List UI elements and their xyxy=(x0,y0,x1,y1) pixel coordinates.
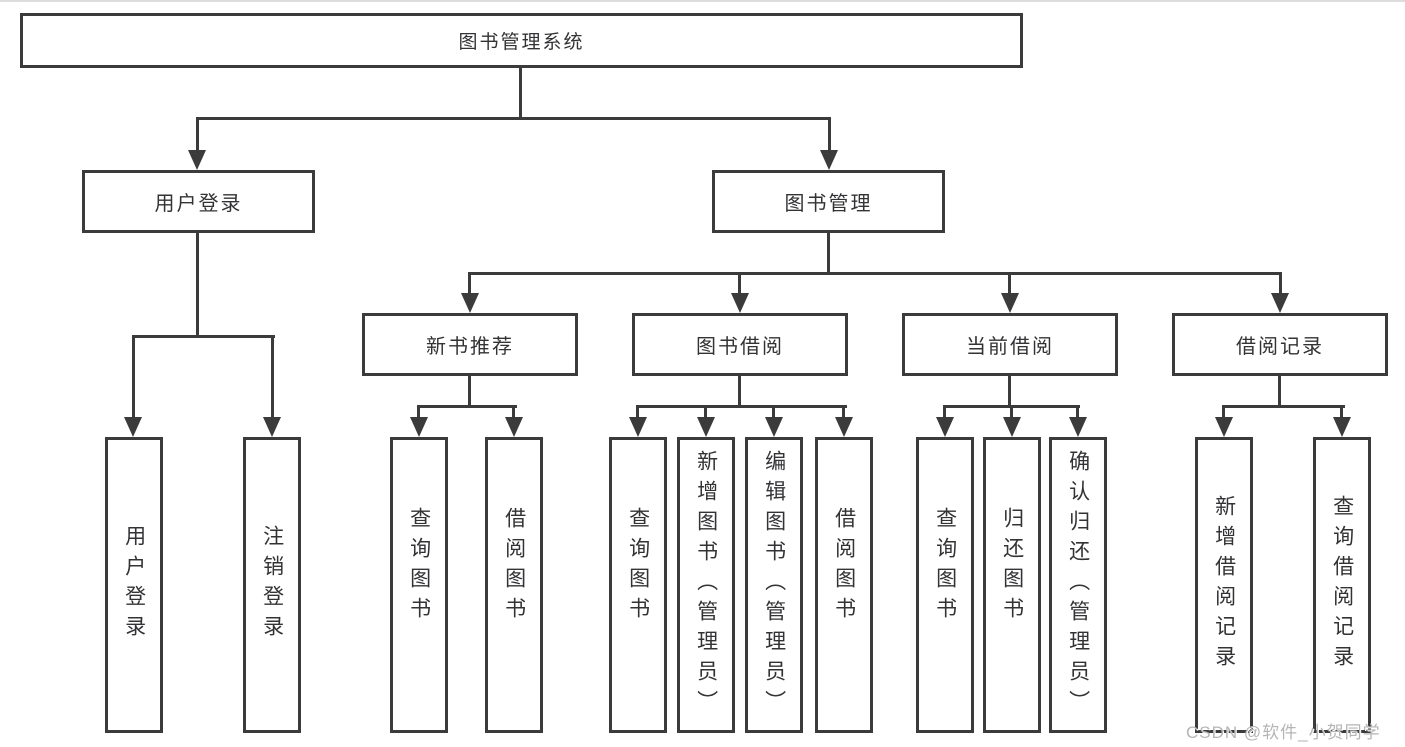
leaf-label: 新增图书（管理员） xyxy=(694,450,718,720)
connector-line xyxy=(772,405,775,419)
leaf-add-books-admin: 新增图书（管理员） xyxy=(677,437,735,733)
leaf-add-borrow-record: 新增借阅记录 xyxy=(1195,437,1253,733)
page-top-edge xyxy=(0,0,1405,2)
node-borrowing-records: 借阅记录 xyxy=(1172,313,1388,376)
arrow-down-icon xyxy=(505,417,523,437)
connector-line xyxy=(1222,405,1225,419)
connector-line xyxy=(1008,376,1011,407)
arrow-down-icon xyxy=(820,150,838,170)
node-label: 借阅记录 xyxy=(1236,336,1324,358)
node-current-borrowing: 当前借阅 xyxy=(902,313,1118,376)
arrow-down-icon xyxy=(629,417,647,437)
node-label: 当前借阅 xyxy=(966,336,1054,358)
connector-line xyxy=(132,335,275,338)
node-book-management: 图书管理 xyxy=(712,170,945,233)
arrow-down-icon xyxy=(188,150,206,170)
connector-line xyxy=(636,405,847,408)
leaf-edit-books-admin: 编辑图书（管理员） xyxy=(745,437,803,733)
node-label: 用户登录 xyxy=(154,193,243,215)
connector-line xyxy=(196,117,199,152)
leaf-label: 查询图书 xyxy=(407,507,431,627)
connector-line xyxy=(738,272,741,295)
arrow-down-icon xyxy=(835,417,853,437)
leaf-label: 查询借阅记录 xyxy=(1330,495,1354,675)
connector-line xyxy=(271,335,274,419)
connector-line xyxy=(1340,405,1343,419)
connector-line xyxy=(196,117,831,120)
connector-line xyxy=(1278,376,1281,407)
leaf-borrow-books-recommend: 借阅图书 xyxy=(485,437,543,733)
node-library-management-system: 图书管理系统 xyxy=(20,13,1023,68)
connector-line xyxy=(636,405,639,419)
arrow-down-icon xyxy=(765,417,783,437)
leaf-label: 归还图书 xyxy=(1000,507,1024,627)
arrow-down-icon xyxy=(124,417,142,437)
node-label: 图书管理系统 xyxy=(458,32,585,53)
node-new-book-recommend: 新书推荐 xyxy=(362,313,578,376)
connector-line xyxy=(704,405,707,419)
node-user-login: 用户登录 xyxy=(82,170,315,233)
leaf-label: 注销登录 xyxy=(260,525,284,645)
leaf-confirm-return-admin: 确认归还（管理员） xyxy=(1049,437,1107,733)
connector-line xyxy=(132,335,135,419)
node-label: 新书推荐 xyxy=(426,336,514,358)
csdn-watermark: CSDN @软件_小贺同学 xyxy=(1186,723,1381,742)
connector-line xyxy=(1008,272,1011,295)
connector-line xyxy=(1222,405,1345,408)
leaf-label: 借阅图书 xyxy=(502,507,526,627)
connector-line xyxy=(827,233,830,274)
leaf-logout: 注销登录 xyxy=(243,437,301,733)
connector-line xyxy=(512,405,515,419)
leaf-query-borrow-record: 查询借阅记录 xyxy=(1313,437,1371,733)
connector-line xyxy=(468,272,1282,275)
leaf-user-login: 用户登录 xyxy=(105,437,163,733)
arrow-down-icon xyxy=(1333,417,1351,437)
arrow-down-icon xyxy=(731,293,749,313)
connector-line xyxy=(738,376,741,407)
leaf-label: 新增借阅记录 xyxy=(1212,495,1236,675)
connector-line xyxy=(196,233,199,337)
leaf-label: 查询图书 xyxy=(933,507,957,627)
node-label: 图书借阅 xyxy=(696,336,784,358)
connector-line xyxy=(417,405,517,408)
node-book-borrowing: 图书借阅 xyxy=(632,313,848,376)
leaf-query-books-recommend: 查询图书 xyxy=(390,437,448,733)
leaf-label: 用户登录 xyxy=(122,525,146,645)
connector-line xyxy=(1010,405,1013,419)
leaf-label: 查询图书 xyxy=(626,507,650,627)
arrow-down-icon xyxy=(936,417,954,437)
arrow-down-icon xyxy=(1271,293,1289,313)
arrow-down-icon xyxy=(1215,417,1233,437)
arrow-down-icon xyxy=(697,417,715,437)
connector-line xyxy=(842,405,845,419)
arrow-down-icon xyxy=(1003,417,1021,437)
connector-line xyxy=(417,405,420,419)
arrow-down-icon xyxy=(410,417,428,437)
node-label: 图书管理 xyxy=(784,193,873,215)
leaf-label: 确认归还（管理员） xyxy=(1066,450,1090,720)
arrow-down-icon xyxy=(1001,293,1019,313)
leaf-query-books-current: 查询图书 xyxy=(916,437,974,733)
connector-line xyxy=(828,117,831,152)
connector-line xyxy=(468,272,471,295)
connector-line xyxy=(1279,272,1282,295)
connector-line xyxy=(943,405,946,419)
arrow-down-icon xyxy=(461,293,479,313)
connector-line xyxy=(468,376,471,407)
arrow-down-icon xyxy=(1069,417,1087,437)
leaf-label: 借阅图书 xyxy=(832,507,856,627)
connector-line xyxy=(1076,405,1079,419)
leaf-return-books: 归还图书 xyxy=(983,437,1041,733)
leaf-borrow-books: 借阅图书 xyxy=(815,437,873,733)
arrow-down-icon xyxy=(263,417,281,437)
connector-line xyxy=(519,68,522,120)
leaf-label: 编辑图书（管理员） xyxy=(762,450,786,720)
leaf-query-books-borrowing: 查询图书 xyxy=(609,437,667,733)
